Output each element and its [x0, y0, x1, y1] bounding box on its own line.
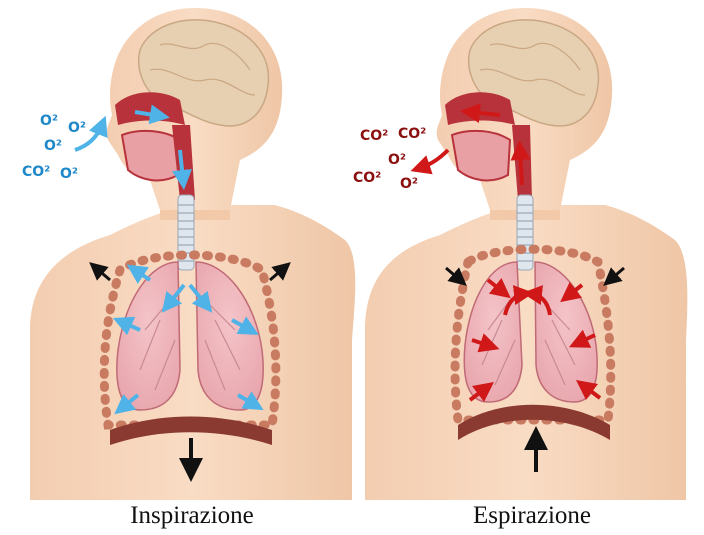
- gas-label: CO²: [353, 170, 381, 186]
- gas-label: O²: [68, 120, 86, 136]
- gas-label: O²: [400, 176, 418, 192]
- gas-label: CO²: [398, 126, 426, 142]
- gas-label: O²: [60, 166, 78, 182]
- airflow-arrow-mouth: [420, 150, 448, 168]
- airflow-arrow-throat: [520, 150, 522, 185]
- gas-label: CO²: [360, 128, 388, 144]
- caption-inspiration: Inspirazione: [62, 502, 322, 530]
- exhaled-gas-labels: CO² CO² O² CO² O²: [353, 126, 426, 192]
- mouth-cavity: [122, 131, 180, 181]
- gas-label: O²: [40, 113, 58, 129]
- trachea: [517, 195, 533, 270]
- mouth-cavity: [452, 131, 510, 181]
- gas-label: CO²: [22, 164, 50, 180]
- gas-label: O²: [388, 152, 406, 168]
- caption-expiration: Espirazione: [402, 502, 662, 530]
- gas-label: O²: [44, 138, 62, 154]
- expiration-figure: CO² CO² O² CO² O²: [353, 8, 687, 500]
- inspiration-figure: O² O² O² CO² O²: [22, 8, 355, 500]
